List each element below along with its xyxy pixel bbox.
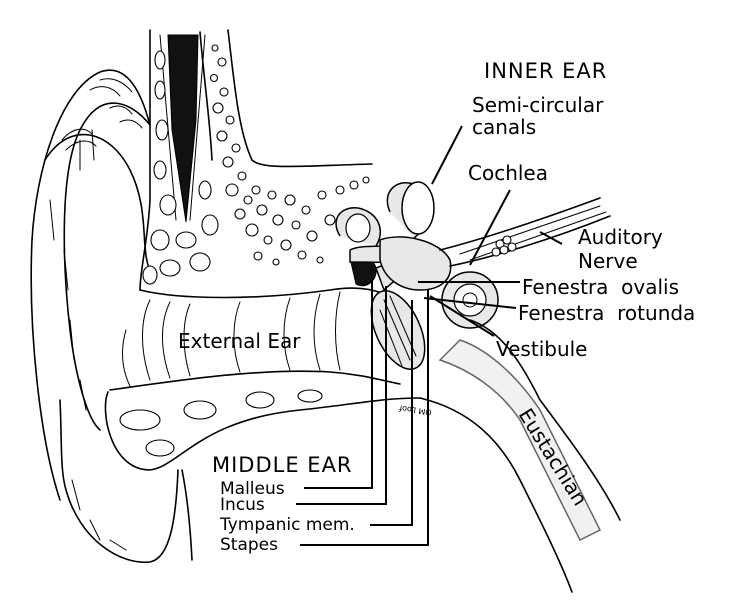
label-fenestra-rotunda: Fenestra rotunda xyxy=(518,301,695,325)
label-fenestra-ovalis: Fenestra ovalis xyxy=(522,275,679,299)
label-middle-ear: MIDDLE EAR xyxy=(212,453,353,477)
label-malleus: Malleus xyxy=(220,479,285,499)
label-external-ear: External Ear xyxy=(178,329,301,353)
label-auditory-nerve-1: Auditory xyxy=(578,225,663,249)
label-auditory-nerve-2: Nerve xyxy=(578,249,638,273)
label-inner-ear: INNER EAR xyxy=(484,59,607,83)
label-vestibule: Vestibule xyxy=(496,337,587,361)
inner-ear-structures xyxy=(335,181,621,593)
label-tympanic-membrane: Tympanic mem. xyxy=(219,515,355,535)
label-semicircular-canals-1: Semi-circular xyxy=(472,93,604,117)
label-semicircular-canals-2: canals xyxy=(472,115,536,139)
pinna xyxy=(30,69,193,563)
leader-semicircular-canals xyxy=(431,125,463,185)
leader-fenestra-rotunda xyxy=(423,297,517,309)
leader-tympanic-membrane xyxy=(370,300,413,526)
leader-stapes xyxy=(300,290,429,546)
ear-canal xyxy=(104,287,421,471)
leader-auditory-nerve xyxy=(539,231,563,245)
leader-incus xyxy=(296,286,387,505)
label-eustachian: Eustachian xyxy=(514,404,593,510)
leader-vestibule xyxy=(429,295,495,337)
label-cochlea: Cochlea xyxy=(468,161,548,185)
leader-malleus xyxy=(304,280,373,489)
temporal-bone xyxy=(139,29,373,291)
label-incus: Incus xyxy=(220,495,265,515)
label-stapes: Stapes xyxy=(220,535,278,555)
leader-cochlea xyxy=(469,189,511,266)
leader-lines xyxy=(296,125,563,546)
